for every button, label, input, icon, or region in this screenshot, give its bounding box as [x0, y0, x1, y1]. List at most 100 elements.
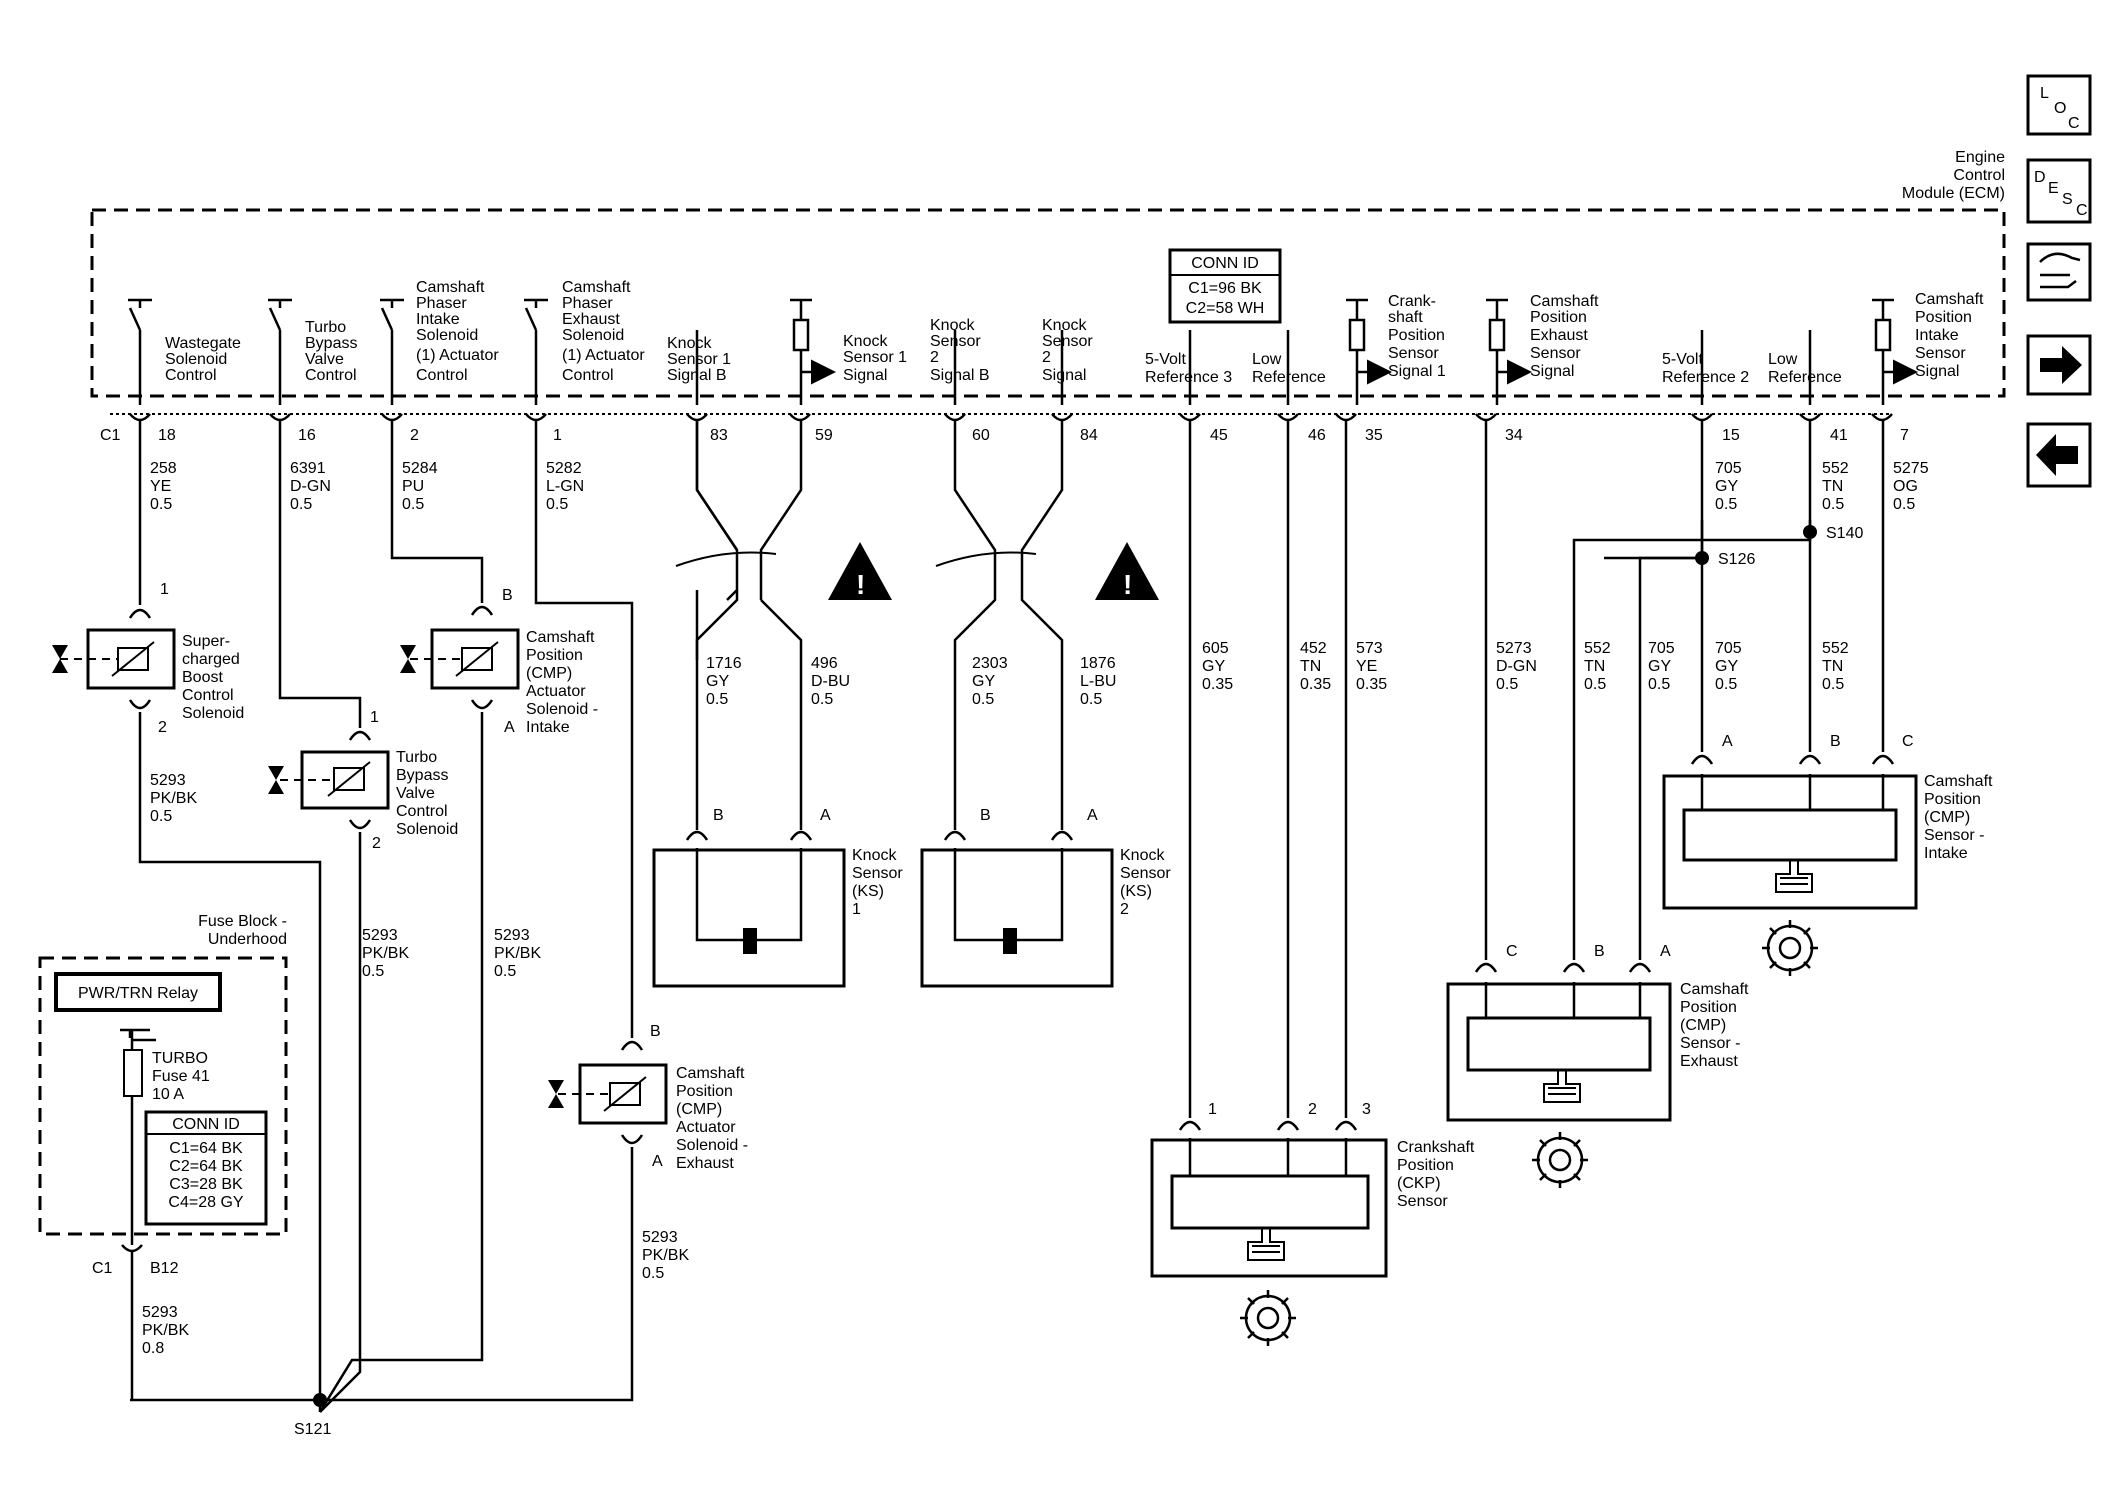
svg-text:A: A: [504, 719, 515, 736]
svg-text:GY: GY: [972, 673, 995, 690]
splice-s121: S121: [294, 1393, 331, 1438]
svg-text:L: L: [2040, 85, 2049, 102]
svg-text:2: 2: [158, 719, 167, 736]
svg-text:C2=64 BK: C2=64 BK: [169, 1158, 243, 1175]
svg-text:GY: GY: [1715, 658, 1738, 675]
prev-arrow-button[interactable]: [2026, 422, 2092, 488]
fuse-block-underhood: Fuse Block - Underhood PWR/TRN Relay TUR…: [38, 913, 288, 1400]
wire-label-exh-b: 552 TN 0.5: [1584, 640, 1611, 693]
svg-text:0.35: 0.35: [1202, 676, 1233, 693]
svg-text:Control: Control: [182, 687, 234, 704]
svg-text:(CMP): (CMP): [1680, 1017, 1726, 1034]
wire-label-705-top: 705 GY 0.5: [1715, 460, 1742, 513]
svg-text:Intake: Intake: [1915, 327, 1959, 344]
svg-text:B: B: [650, 1023, 661, 1040]
loc-button[interactable]: L O C: [2026, 74, 2092, 136]
svg-text:S140: S140: [1826, 525, 1863, 542]
wire-label-258: 258 YE 0.5: [150, 460, 177, 513]
pin-label-35: Crank- shaft Position Sensor Signal 1: [1388, 293, 1446, 380]
svg-text:S: S: [2062, 191, 2073, 208]
svg-text:Knock: Knock: [1120, 847, 1165, 864]
svg-text:Control: Control: [305, 367, 357, 384]
wire-label-5282: 5282 L-GN 0.5: [546, 460, 584, 513]
svg-text:0.5: 0.5: [642, 1265, 664, 1282]
svg-text:GY: GY: [706, 673, 729, 690]
svg-text:Solenoid: Solenoid: [562, 327, 624, 344]
knock-sensor-1: B A Knock Sensor (KS) 1: [652, 807, 903, 988]
valve-icon: [268, 766, 284, 794]
next-arrow-button[interactable]: [2026, 334, 2092, 396]
svg-text:PK/BK: PK/BK: [142, 1322, 189, 1339]
connector-view-button[interactable]: [2026, 242, 2092, 302]
svg-text:C1=96 BK: C1=96 BK: [1188, 280, 1262, 297]
wire-label-exh-a: 705 GY 0.5: [1648, 640, 1675, 693]
svg-text:GY: GY: [1715, 478, 1738, 495]
svg-text:PK/BK: PK/BK: [362, 945, 409, 962]
svg-text:Position: Position: [1388, 327, 1445, 344]
wire-label-ks2-a: 1876 L-BU 0.5: [1080, 655, 1116, 708]
svg-text:552: 552: [1822, 460, 1849, 477]
svg-text:Exhaust: Exhaust: [676, 1155, 734, 1172]
svg-text:B12: B12: [150, 1260, 179, 1277]
svg-text:Camshaft: Camshaft: [416, 279, 485, 296]
svg-text:C2=58 WH: C2=58 WH: [1186, 300, 1265, 317]
svg-text:552: 552: [1584, 640, 1611, 657]
svg-text:(CMP): (CMP): [1924, 809, 1970, 826]
svg-text:7: 7: [1900, 427, 1909, 444]
svg-text:B: B: [1594, 943, 1605, 960]
connector-icon: [2039, 252, 2081, 289]
svg-text:O: O: [2054, 100, 2066, 117]
svg-text:16: 16: [298, 427, 316, 444]
svg-text:(KS): (KS): [1120, 883, 1152, 900]
svg-text:5293: 5293: [150, 772, 186, 789]
svg-text:OG: OG: [1893, 478, 1918, 495]
svg-text:Solenoid: Solenoid: [165, 351, 227, 368]
svg-text:Camshaft: Camshaft: [676, 1065, 745, 1082]
svg-text:0.5: 0.5: [1648, 676, 1670, 693]
svg-text:L-BU: L-BU: [1080, 673, 1116, 690]
svg-text:A: A: [1722, 733, 1733, 750]
svg-text:Bypass: Bypass: [305, 335, 357, 352]
svg-text:Low: Low: [1768, 351, 1798, 368]
wire-label-ks1-b: 1716 GY 0.5: [706, 655, 742, 708]
svg-text:Reference: Reference: [1768, 369, 1842, 386]
svg-text:PK/BK: PK/BK: [642, 1247, 689, 1264]
svg-text:1716: 1716: [706, 655, 742, 672]
cmp-exhaust-wires: [1484, 420, 1812, 960]
svg-text:Sensor: Sensor: [1915, 345, 1966, 362]
svg-text:0.8: 0.8: [142, 1340, 164, 1357]
svg-text:(CKP): (CKP): [1397, 1175, 1441, 1192]
svg-text:2: 2: [410, 427, 419, 444]
svg-text:E: E: [2048, 180, 2059, 197]
svg-text:B: B: [1830, 733, 1841, 750]
svg-text:C: C: [2068, 115, 2080, 132]
svg-text:0.5: 0.5: [1080, 691, 1102, 708]
wire-label-ks2-b: 2303 GY 0.5: [972, 655, 1008, 708]
svg-text:Signal B: Signal B: [667, 367, 727, 384]
wire-label-bypass-out: 5293 PK/BK 0.5: [362, 927, 409, 980]
svg-text:Solenoid -: Solenoid -: [526, 701, 598, 718]
svg-text:573: 573: [1356, 640, 1383, 657]
svg-text:60: 60: [972, 427, 990, 444]
svg-text:TN: TN: [1584, 658, 1605, 675]
svg-text:Bypass: Bypass: [396, 767, 448, 784]
svg-text:Fuse Block -: Fuse Block -: [198, 913, 287, 930]
svg-text:10 A: 10 A: [152, 1086, 184, 1103]
svg-text:Sensor: Sensor: [1120, 865, 1171, 882]
svg-text:552: 552: [1822, 640, 1849, 657]
svg-text:GY: GY: [1648, 658, 1671, 675]
svg-text:B: B: [502, 587, 513, 604]
svg-text:!: !: [856, 569, 865, 600]
desc-button[interactable]: D E S C: [2026, 158, 2092, 224]
svg-text:Intake: Intake: [526, 719, 570, 736]
svg-text:Sensor: Sensor: [1530, 345, 1581, 362]
svg-text:46: 46: [1308, 427, 1326, 444]
pin-label-1: Camshaft Phaser Exhaust Solenoid (1) Act…: [562, 279, 645, 384]
valve-icon: [548, 1080, 564, 1108]
boost-control-solenoid: 1 2 Super- charged Boost Control Solenoi…: [52, 581, 244, 736]
svg-text:1: 1: [1208, 1101, 1217, 1118]
pin-numbers: 18 16 2 1 83 59 60 84 45 46 35 34 15 41 …: [158, 427, 1909, 444]
svg-text:Boost: Boost: [182, 669, 223, 686]
svg-text:84: 84: [1080, 427, 1098, 444]
valve-icon: [400, 645, 416, 673]
